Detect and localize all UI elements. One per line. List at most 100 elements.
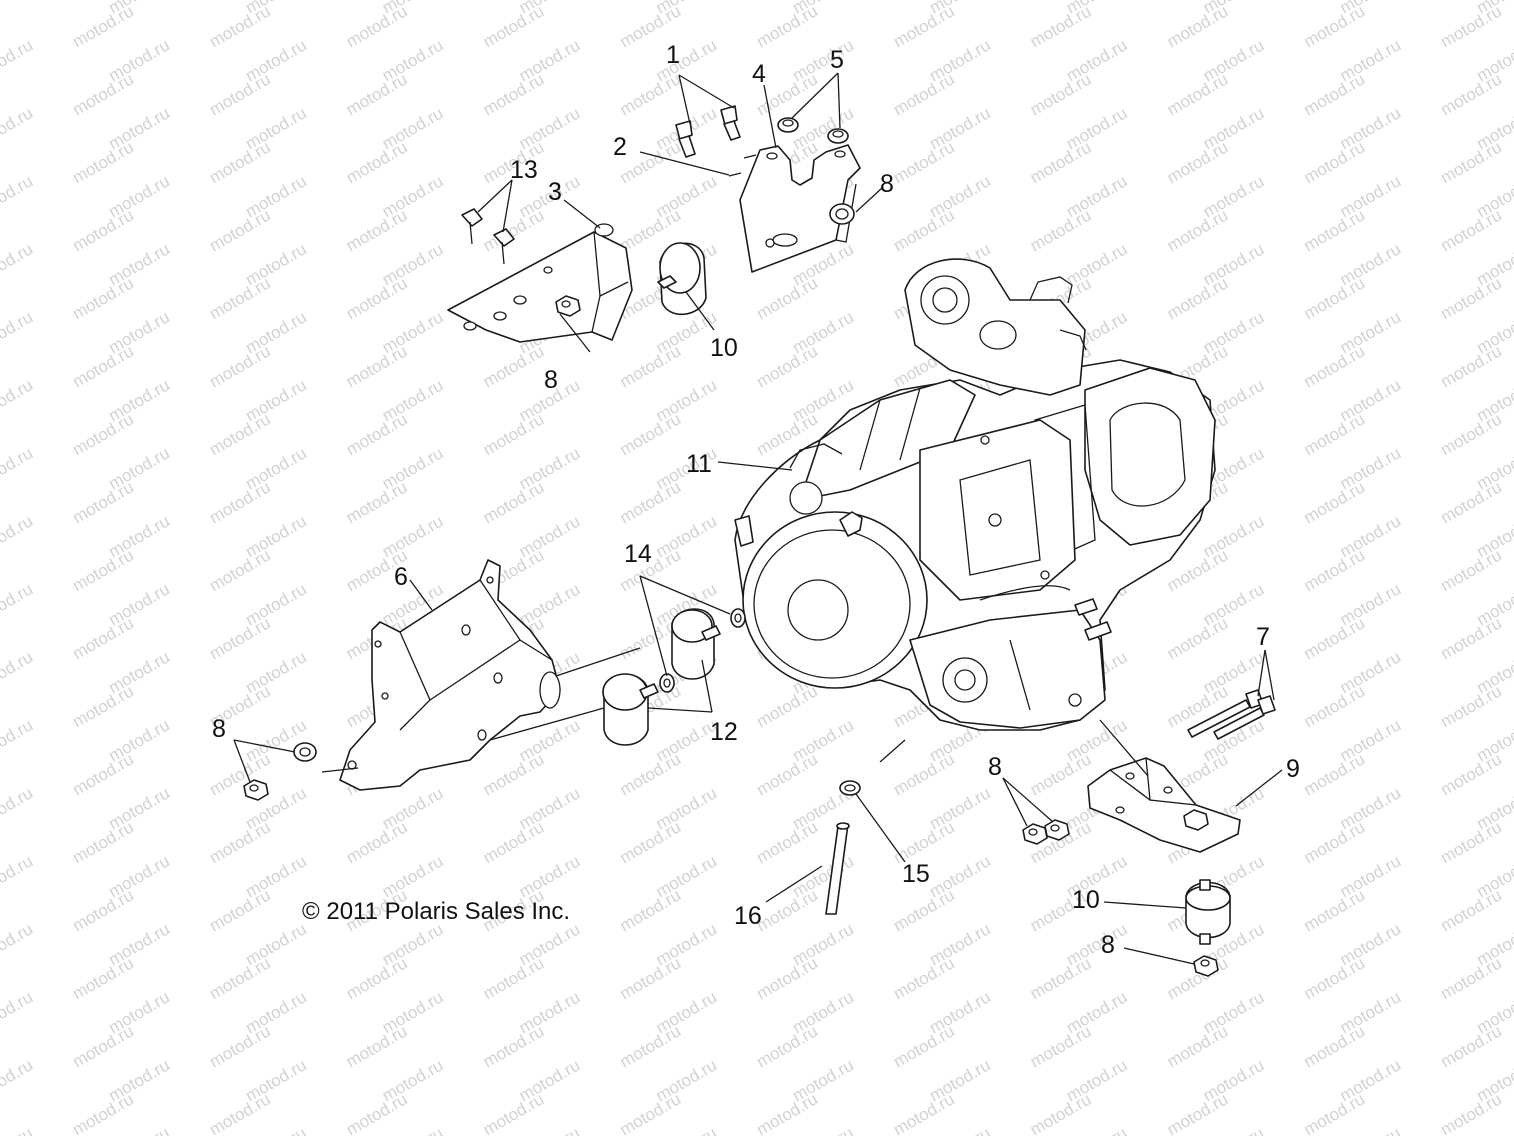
part-clamp-15 <box>839 780 861 796</box>
part-nut-8-left-b <box>243 779 269 801</box>
watermark-text: motod.ru <box>0 987 36 1037</box>
watermark-text: motod.ru <box>480 69 548 119</box>
part-hose-16 <box>825 822 850 915</box>
watermark-text: motod.ru <box>0 443 36 493</box>
watermark-text: motod.ru <box>206 1021 274 1071</box>
watermark-text: motod.ru <box>480 953 548 1003</box>
watermark-text: motod.ru <box>1473 1123 1514 1136</box>
watermark-text: motod.ru <box>890 749 958 799</box>
watermark-text: motod.ru <box>1027 1021 1095 1071</box>
watermark-text: motod.ru <box>206 613 274 663</box>
watermark-text: motod.ru <box>617 477 685 527</box>
callout-11: 11 <box>686 450 712 478</box>
watermark-text: motod.ru <box>1164 137 1232 187</box>
callout-15: 15 <box>902 860 930 888</box>
watermark-text: motod.ru <box>1301 205 1369 255</box>
callout-9: 9 <box>1286 755 1300 783</box>
watermark-text: motod.ru <box>890 1021 958 1071</box>
watermark-text: motod.ru <box>1301 273 1369 323</box>
watermark-text: motod.ru <box>206 953 274 1003</box>
part-bolt-7b <box>1213 695 1276 740</box>
watermark-text: motod.ru <box>753 1021 821 1071</box>
part-washer-14b <box>659 673 675 693</box>
watermark-text: motod.ru <box>0 647 36 697</box>
watermark-text: motod.ru <box>0 0 36 17</box>
callout-10-bottom: 10 <box>1072 886 1100 914</box>
watermark-text: motod.ru <box>1301 137 1369 187</box>
watermark-text: motod.ru <box>0 919 36 969</box>
watermark-text: motod.ru <box>1437 273 1505 323</box>
part-mount-10-bottom <box>1185 879 1231 945</box>
watermark-text: motod.ru <box>890 1089 958 1136</box>
watermark-text: motod.ru <box>617 1089 685 1136</box>
watermark-text: motod.ru <box>1437 409 1505 459</box>
callout-8-top: 8 <box>880 170 894 198</box>
watermark-text: motod.ru <box>1437 1089 1505 1136</box>
watermark-text: motod.ru <box>753 273 821 323</box>
callout-3: 3 <box>548 178 562 206</box>
callout-4: 4 <box>752 60 766 88</box>
watermark-text: motod.ru <box>69 545 137 595</box>
watermark-text: motod.ru <box>480 817 548 867</box>
watermark-text: motod.ru <box>1437 1 1505 51</box>
watermark-text: motod.ru <box>206 1 274 51</box>
watermark-text: motod.ru <box>1337 1123 1405 1136</box>
watermark-text: motod.ru <box>1301 885 1369 935</box>
watermark-text: motod.ru <box>1164 681 1232 731</box>
watermark-text: motod.ru <box>1437 681 1505 731</box>
watermark-text: motod.ru <box>480 1021 548 1071</box>
watermark-text: motod.ru <box>789 1123 857 1136</box>
watermark-text: motod.ru <box>206 137 274 187</box>
watermark-text: motod.ru <box>1437 749 1505 799</box>
watermark-text: motod.ru <box>0 851 36 901</box>
watermark-text: motod.ru <box>0 715 36 765</box>
callout-14: 14 <box>624 540 652 568</box>
watermark-text: motod.ru <box>753 681 821 731</box>
part-bracket-6 <box>339 559 561 791</box>
part-nut-5b <box>827 128 849 144</box>
callout-13: 13 <box>510 156 538 184</box>
watermark-text: motod.ru <box>516 1123 584 1136</box>
watermark-text: motod.ru <box>343 477 411 527</box>
watermark-text: motod.ru <box>343 1021 411 1071</box>
callout-10-top: 10 <box>710 334 738 362</box>
watermark-text: motod.ru <box>1437 545 1505 595</box>
watermark-text: motod.ru <box>69 1089 137 1136</box>
callout-labels: 1 2 3 4 5 8 13 10 8 11 6 14 12 8 7 8 9 1… <box>212 41 1300 959</box>
watermark-text: motod.ru <box>1437 341 1505 391</box>
watermark-text: motod.ru <box>69 409 137 459</box>
watermark-text: motod.ru <box>69 613 137 663</box>
watermark-text: motod.ru <box>1027 137 1095 187</box>
watermark-text: motod.ru <box>1301 545 1369 595</box>
watermark-text: motod.ru <box>0 1055 36 1105</box>
watermark-text: motod.ru <box>206 273 274 323</box>
watermark-text: motod.ru <box>890 953 958 1003</box>
watermark-text: motod.ru <box>69 681 137 731</box>
watermark-text: motod.ru <box>890 205 958 255</box>
callout-8-mid: 8 <box>988 753 1002 781</box>
watermark-text: motod.ru <box>1027 1089 1095 1136</box>
watermark-text: motod.ru <box>480 409 548 459</box>
watermark-text: motod.ru <box>0 579 36 629</box>
part-bolt-1b <box>720 105 741 141</box>
watermark-text: motod.ru <box>206 885 274 935</box>
watermark-text: motod.ru <box>1437 69 1505 119</box>
part-screw-13a <box>461 208 483 245</box>
watermark-text: motod.ru <box>343 341 411 391</box>
watermark-text: motod.ru <box>206 409 274 459</box>
watermark-text: motod.ru <box>343 409 411 459</box>
watermark-text: motod.ru <box>1301 613 1369 663</box>
callout-5: 5 <box>830 46 844 74</box>
watermark-text: motod.ru <box>343 273 411 323</box>
watermark-text: motod.ru <box>69 749 137 799</box>
watermark-text: motod.ru <box>69 885 137 935</box>
watermark-text: motod.ru <box>1437 205 1505 255</box>
watermark-text: motod.ru <box>480 1089 548 1136</box>
watermark-text: motod.ru <box>1164 273 1232 323</box>
watermark-text: motod.ru <box>1437 137 1505 187</box>
part-mount-12b <box>602 673 659 746</box>
watermark-text: motod.ru <box>343 817 411 867</box>
watermark-text: motod.ru <box>617 749 685 799</box>
watermark-text: motod.ru <box>1437 885 1505 935</box>
watermark-text: motod.ru <box>206 341 274 391</box>
